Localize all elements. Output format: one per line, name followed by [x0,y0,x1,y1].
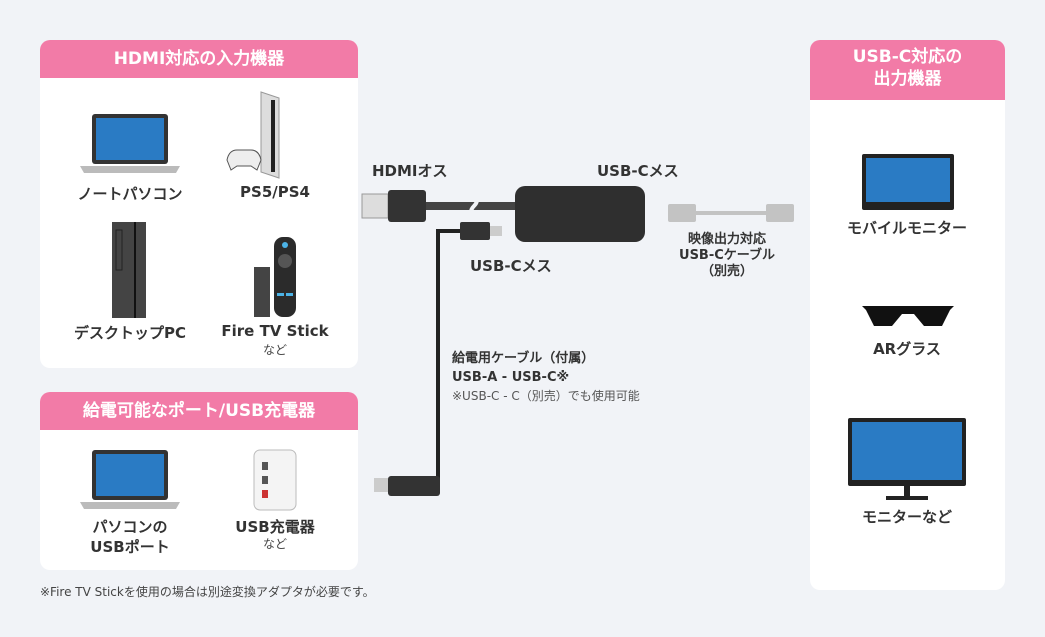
power-source-panel: 給電可能なポート/USB充電器 パソコンの USBポート USB充電器 など [40,392,358,570]
item-ar-glasses: ARグラス [873,340,941,358]
panel-title: HDMI対応の入力機器 [40,40,358,78]
hdmi-male-label: HDMIオス [372,162,448,180]
usb-charger-icon [253,449,297,511]
item-fire-tv-stick: Fire TV Stick [221,322,329,340]
panel-title-line1: USB-C対応の [852,47,963,67]
item-ps5: PS5/PS4 [240,183,310,201]
usbc-power-plug-icon [460,222,502,240]
power-cable-label: 給電用ケーブル（付属） USB-A - USB-C※ ※USB-C - C（別売… [452,349,640,406]
ps5-icon [226,91,280,179]
monitor-icon [848,418,966,500]
item-note: など [262,343,288,357]
video-cable-line2: USB-Cケーブル [679,248,775,263]
video-cable-line3: （別売） [700,264,754,279]
item-pc-usb-line2: USBポート [90,538,170,556]
usbc-female-power-label: USB-Cメス [470,257,552,275]
desktop-pc-icon [112,222,146,318]
power-cable-line1: 給電用ケーブル（付属） [452,351,595,366]
footnote: ※Fire TV Stickを使用の場合は別途変換アダプタが必要です。 [40,585,375,599]
mobile-monitor-icon [862,154,954,210]
adapter-diagram [361,186,794,496]
item-mobile-monitor: モバイルモニター [846,219,968,237]
laptop-icon [80,114,180,173]
video-cable-label: 映像出力対応 USB-Cケーブル （別売） [679,232,775,280]
usbc-female-out-label: USB-Cメス [597,162,679,180]
panel-title-line2: 出力機器 [873,69,942,89]
item-desktop: デスクトップPC [73,324,187,342]
input-devices-panel: HDMI対応の入力機器 ノートパソコン PS5/PS4 デスクトップPC Fir… [40,40,358,368]
power-cable-line2: USB-A - USB-C※ [452,370,570,385]
hdmi-plug-icon [361,190,426,222]
video-cable-line1: 映像出力対応 [687,232,767,247]
hdmi-cable [426,202,516,210]
ar-glasses-icon [862,306,954,326]
item-pc-usb-line1: パソコンの [92,518,168,536]
panel-title: 給電可能なポート/USB充電器 [40,392,358,430]
item-laptop: ノートパソコン [77,185,183,203]
item-note: など [262,537,288,551]
usbc-video-cable-icon [668,204,794,222]
item-monitor: モニターなど [861,508,953,526]
item-usb-charger: USB充電器 [235,518,315,536]
panel-title: USB-C対応の 出力機器 [810,40,1005,100]
power-cable-line3: ※USB-C - C（別売）でも使用可能 [452,389,640,403]
fire-tv-stick-icon [254,237,296,317]
usb-a-plug-icon [374,476,440,496]
output-devices-panel: USB-C対応の 出力機器 モバイルモニター ARグラス モニターなど [810,40,1005,590]
laptop-icon [80,450,180,509]
adapter-body [515,186,645,242]
